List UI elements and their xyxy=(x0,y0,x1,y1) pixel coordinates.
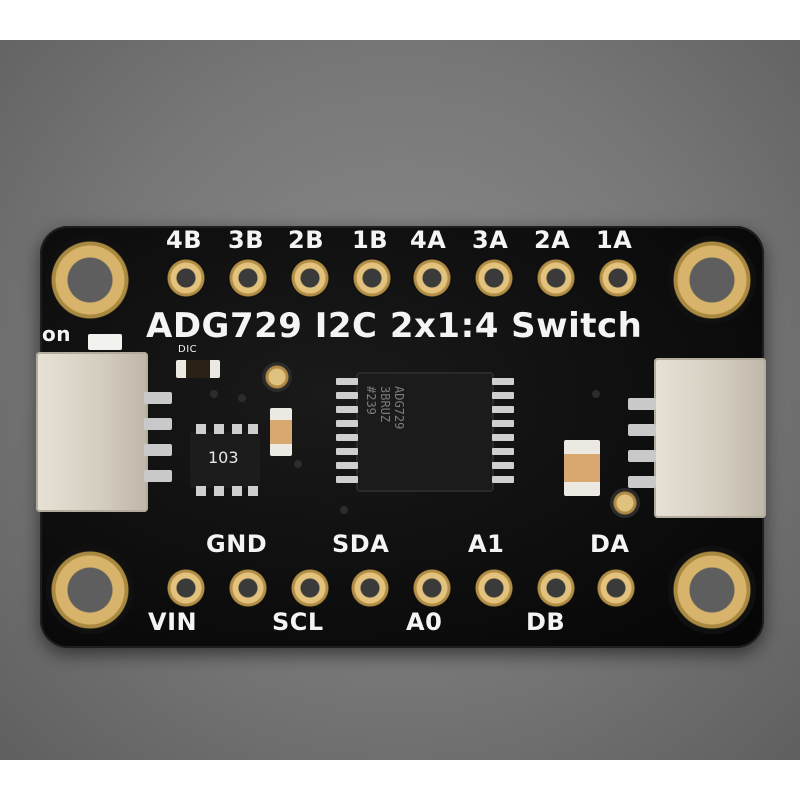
pin-pad-scl xyxy=(290,568,330,608)
board-title: ADG729 I2C 2x1:4 Switch xyxy=(146,306,643,346)
connector-pin xyxy=(628,398,656,410)
fiducial-top xyxy=(262,362,292,392)
connector-pin xyxy=(628,476,656,488)
pin-pad-vin xyxy=(166,568,206,608)
power-led xyxy=(88,334,122,350)
pin-pad-a1 xyxy=(474,568,514,608)
mounting-hole-top-right xyxy=(668,236,756,324)
adg729-chip: ADG729 3BRUZ #239 xyxy=(336,372,514,492)
pin-label-1a: 1A xyxy=(596,226,633,254)
pin-label-4b: 4B xyxy=(166,226,202,254)
connector-pin xyxy=(144,444,172,456)
pin-pad-3a xyxy=(474,258,514,298)
connector-pin xyxy=(628,450,656,462)
connector-pin xyxy=(628,424,656,436)
pin-pad-2b xyxy=(290,258,330,298)
pin-label-2a: 2A xyxy=(534,226,571,254)
pin-pad-1b xyxy=(352,258,392,298)
connector-pin xyxy=(144,470,172,482)
pcb-board: 4B 3B 2B 1B 4A 3A 2A 1A ADG729 I2C 2x1:4… xyxy=(36,226,766,648)
pin-label-3a: 3A xyxy=(472,226,509,254)
pin-label-a0: A0 xyxy=(406,608,443,636)
connector-pin xyxy=(144,392,172,404)
pin-pad-da xyxy=(596,568,636,608)
pin-pad-a0 xyxy=(412,568,452,608)
small-capacitor xyxy=(176,360,220,378)
pin-label-a1: A1 xyxy=(468,530,505,558)
pin-pad-3b xyxy=(228,258,268,298)
pin-pad-gnd xyxy=(228,568,268,608)
pin-pad-db xyxy=(536,568,576,608)
pin-pad-sda xyxy=(350,568,390,608)
pin-pad-4a xyxy=(412,258,452,298)
pin-label-scl: SCL xyxy=(272,608,324,636)
pin-label-db: DB xyxy=(526,608,566,636)
mounting-hole-bottom-right xyxy=(668,546,756,634)
resistor-network-label: 103 xyxy=(208,448,239,467)
pin-label-4a: 4A xyxy=(410,226,447,254)
capacitor-right xyxy=(564,440,600,496)
pin-label-3b: 3B xyxy=(228,226,264,254)
product-photo: 4B 3B 2B 1B 4A 3A 2A 1A ADG729 I2C 2x1:4… xyxy=(0,40,800,760)
pin-pad-2a xyxy=(536,258,576,298)
pin-pad-1a xyxy=(598,258,638,298)
small-part-label: DIC xyxy=(178,344,198,355)
resistor-vertical xyxy=(270,408,292,456)
mounting-hole-top-left xyxy=(46,236,134,324)
resistor-network: 103 xyxy=(190,424,260,496)
pin-pad-4b xyxy=(166,258,206,298)
stemma-connector-left xyxy=(36,352,172,512)
pin-label-da: DA xyxy=(590,530,630,558)
mounting-hole-bottom-left xyxy=(46,546,134,634)
pin-label-sda: SDA xyxy=(332,530,390,558)
pin-label-gnd: GND xyxy=(206,530,268,558)
pin-label-2b: 2B xyxy=(288,226,324,254)
pin-label-vin: VIN xyxy=(148,608,198,636)
chip-marking: ADG729 3BRUZ #239 xyxy=(364,386,406,430)
fiducial-right xyxy=(610,488,640,518)
led-label: on xyxy=(42,322,71,346)
connector-pin xyxy=(144,418,172,430)
pin-label-1b: 1B xyxy=(352,226,388,254)
stemma-connector-right xyxy=(628,358,766,518)
